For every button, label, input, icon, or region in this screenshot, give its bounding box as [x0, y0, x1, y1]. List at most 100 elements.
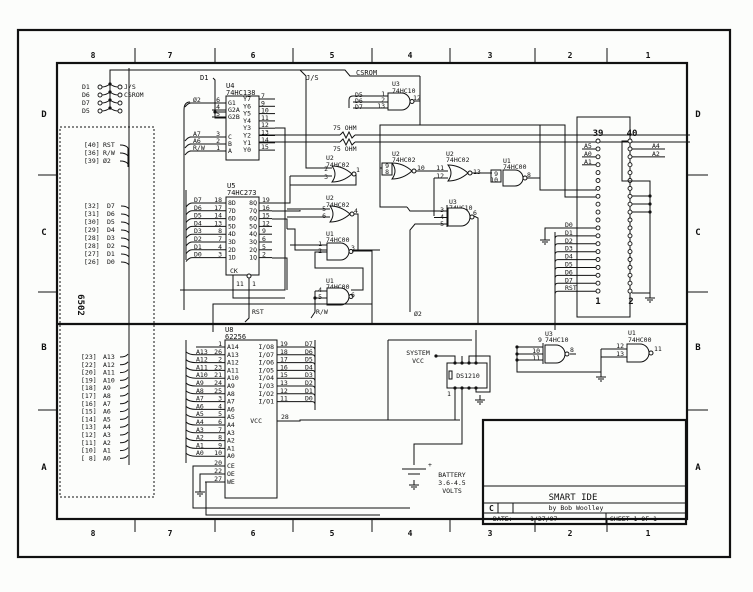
cpu-pin-signal: A10	[103, 376, 115, 384]
pin-number: 20	[214, 459, 222, 467]
pin-name: A13	[227, 351, 239, 359]
connector-signal: A4	[652, 142, 660, 150]
gate-body	[326, 287, 350, 306]
pin-name: A9	[227, 382, 235, 390]
pin-name: A2	[227, 437, 235, 445]
net-label: D7	[355, 103, 363, 111]
pin-name: A8	[227, 390, 235, 398]
wire	[205, 481, 380, 516]
cpu-pin-number: [18]	[81, 384, 97, 392]
chip-notch	[448, 370, 453, 380]
pin-name: 6D	[228, 215, 236, 223]
wire	[314, 251, 364, 291]
pin-number: 13	[473, 168, 481, 176]
wire	[185, 225, 193, 231]
net-label: J/S	[306, 74, 319, 82]
pin-name: 6Q	[249, 215, 257, 223]
pin-name: A7	[227, 398, 235, 406]
pin-number: 10	[214, 449, 222, 457]
title-block-outline	[481, 418, 688, 526]
connector-pin	[627, 185, 633, 191]
cpu-pin-signal: D6	[107, 210, 115, 218]
column-marker-bottom: 7	[168, 529, 173, 538]
u2c-nor	[329, 205, 355, 223]
wire	[621, 140, 651, 293]
inversion-bubble	[469, 214, 475, 220]
pin-name: A14	[227, 343, 239, 351]
cpu-pin-number: [19]	[81, 376, 97, 384]
column-marker-top: 3	[488, 51, 493, 60]
cpu-pin-wire	[119, 439, 129, 444]
net-label: D5	[305, 356, 313, 364]
cpu-pin-signal: D4	[107, 226, 115, 234]
js-wire	[299, 69, 320, 169]
wire	[539, 178, 596, 191]
pin-name: Y0	[243, 146, 251, 154]
connector-pin	[627, 138, 633, 144]
column-marker-top: 1	[646, 51, 651, 60]
inversion-bubble	[411, 168, 417, 174]
gate-ref: U2	[326, 194, 334, 202]
net-label: A10	[196, 371, 208, 379]
chip-ref: U5	[227, 182, 235, 190]
net-label: A4	[196, 418, 204, 426]
connector-pin	[595, 162, 601, 168]
cpu-pin-number: [14]	[81, 415, 97, 423]
connector-pin	[627, 288, 633, 294]
pin-name: 1D	[228, 254, 236, 262]
wire	[185, 257, 193, 262]
cpu-pin-signal: A4	[103, 423, 111, 431]
pin-name: 7Q	[249, 207, 257, 215]
wire	[473, 215, 479, 324]
wire	[290, 174, 357, 186]
connector-pin	[117, 84, 123, 90]
net-label: D6	[194, 204, 202, 212]
wire	[516, 347, 601, 373]
ds1210-label: DS1210	[456, 372, 480, 380]
wire	[185, 398, 197, 403]
wire	[409, 223, 434, 312]
net-label: D4	[305, 363, 313, 371]
pin-number: 16	[262, 204, 270, 212]
cpu-pin-wire	[120, 229, 130, 234]
phi2-wire	[183, 101, 191, 310]
cpu-pin-number: [13]	[81, 423, 97, 431]
pin-name: 4D	[228, 230, 236, 238]
chip-body	[225, 196, 260, 276]
pin-number: 9	[261, 99, 265, 107]
pin-number: 2	[318, 247, 322, 255]
wire	[214, 112, 226, 119]
pin-name: 1Q	[249, 254, 257, 262]
chip-part: 62256	[225, 333, 246, 341]
pin-number: 13	[280, 379, 288, 387]
pin-number: 4	[318, 286, 322, 294]
pin-number: 11	[436, 164, 444, 172]
pin-name: G1	[228, 99, 236, 107]
wire	[185, 218, 193, 223]
cpu-pin-number: [30]	[84, 218, 100, 226]
pin-number: 8	[570, 346, 574, 354]
pin-name: 3Q	[249, 238, 257, 246]
gate-ref: U2	[326, 154, 334, 162]
pin-number: 12	[262, 219, 270, 227]
cpu-socket: [40]RST[36]R/W[39]Ø2[32]D7[31]D6[30]D5[2…	[59, 68, 155, 498]
pin-number: 6	[216, 96, 220, 104]
pin-name: WE	[227, 478, 235, 486]
pin-name: Y5	[243, 110, 251, 118]
column-marker-top: 8	[91, 51, 96, 60]
gate-part: 74HC02	[326, 201, 350, 209]
cpu-pin-signal: A11	[103, 369, 115, 377]
connector-pin	[595, 241, 601, 247]
gate-part: 74HC00	[628, 336, 652, 344]
cpu-pin-number: [29]	[84, 226, 100, 234]
gate-body	[329, 205, 351, 223]
pin-name: 5Q	[249, 222, 257, 230]
pin-number: 4	[218, 243, 222, 251]
inversion-bubble	[348, 294, 354, 299]
pin-number: 1	[381, 90, 385, 98]
connector-signal: A0	[584, 150, 592, 158]
connector-signal: D0	[565, 221, 573, 229]
